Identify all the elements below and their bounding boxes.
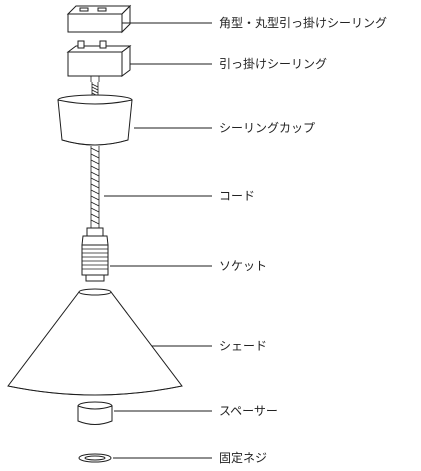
shade-part [7, 288, 183, 396]
label-shade: シェード [219, 339, 268, 353]
label-square-round-ceiling: 角型・丸型引っ掛けシーリング [219, 16, 388, 30]
square-round-ceiling-part [66, 4, 132, 34]
upper-cord-part [91, 82, 99, 97]
label-spacer: スペーサー [219, 404, 278, 418]
twisted-cord-part [90, 146, 100, 228]
label-cord: コード [219, 189, 256, 203]
socket-part [81, 227, 109, 282]
leader-lines [104, 22, 212, 459]
label-socket: ソケット [219, 259, 268, 273]
label-fixing-screw: 固定ネジ [219, 451, 268, 465]
fixing-screw-part [78, 453, 112, 463]
spacer-part [77, 401, 113, 425]
label-hook-ceiling: 引っ掛けシーリング [219, 57, 328, 71]
ceiling-cup-part [57, 94, 133, 146]
label-ceiling-cup: シーリングカップ [219, 121, 316, 135]
hook-ceiling-part [66, 40, 132, 82]
